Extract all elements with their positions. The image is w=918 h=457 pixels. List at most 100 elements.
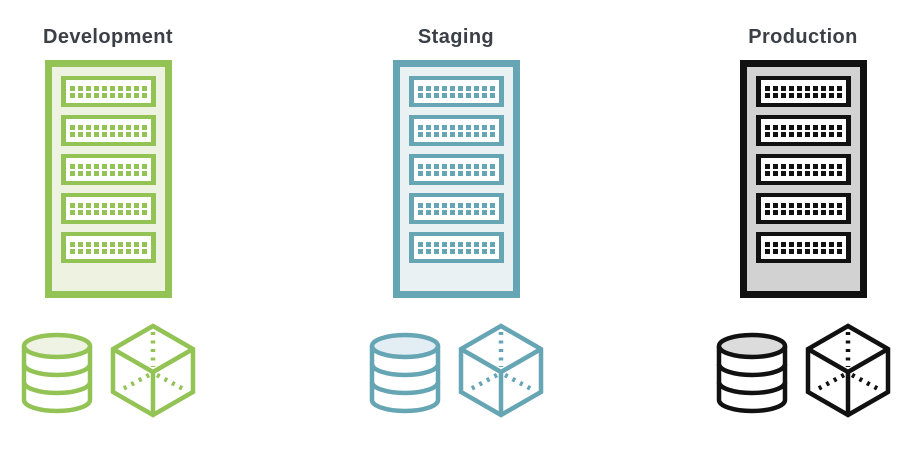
vent-dot	[812, 170, 818, 176]
vent-dot	[85, 202, 91, 208]
vent-dot	[828, 248, 834, 254]
vent-dot-row	[69, 202, 147, 208]
vent-dot	[489, 163, 495, 169]
vent-dot	[836, 85, 842, 91]
server-rack-development	[44, 60, 172, 298]
vent-dot	[465, 131, 471, 137]
vent-dot	[465, 163, 471, 169]
vent-dot	[417, 92, 423, 98]
vent-dot	[772, 241, 778, 247]
vent-dot	[836, 163, 842, 169]
vent-dot	[117, 202, 123, 208]
vent-dot	[764, 241, 770, 247]
vent-dot	[489, 202, 495, 208]
vent-dot	[441, 92, 447, 98]
cube-icon	[110, 323, 196, 418]
vent-dot-row	[764, 163, 842, 169]
vent-dot	[812, 85, 818, 91]
database-icon	[369, 332, 441, 414]
server-vent-panel	[65, 119, 151, 142]
vent-dot	[465, 209, 471, 215]
server-unit	[755, 154, 851, 185]
vent-dot	[465, 241, 471, 247]
server-vent-panel	[65, 197, 151, 220]
vent-dot	[828, 85, 834, 91]
vent-dot	[141, 131, 147, 137]
vent-dot	[77, 202, 83, 208]
vent-dot	[69, 92, 75, 98]
vent-dot	[93, 131, 99, 137]
vent-dot	[820, 209, 826, 215]
vent-dot	[69, 248, 75, 254]
vent-dot	[473, 241, 479, 247]
vent-dot	[796, 248, 802, 254]
server-unit	[408, 115, 504, 146]
vent-dot	[441, 241, 447, 247]
vent-dot	[780, 202, 786, 208]
vent-dot	[85, 241, 91, 247]
vent-dot	[457, 92, 463, 98]
vent-dot	[788, 124, 794, 130]
vent-dot	[93, 209, 99, 215]
vent-dot-row	[764, 209, 842, 215]
vent-dot	[449, 92, 455, 98]
server-vent-panel	[65, 80, 151, 103]
vent-dot	[804, 163, 810, 169]
vent-dot	[117, 131, 123, 137]
vent-dot	[93, 202, 99, 208]
vent-dot-row	[764, 241, 842, 247]
vent-dot	[812, 163, 818, 169]
vent-dot	[489, 209, 495, 215]
vent-dot	[69, 163, 75, 169]
vent-dot	[77, 85, 83, 91]
vent-dot	[481, 131, 487, 137]
vent-dot	[449, 202, 455, 208]
database-icon	[21, 332, 93, 414]
vent-dot	[433, 163, 439, 169]
vent-dot	[481, 209, 487, 215]
vent-dot	[804, 124, 810, 130]
vent-dot	[101, 124, 107, 130]
vent-dot	[828, 202, 834, 208]
server-unit	[408, 193, 504, 224]
vent-dot	[820, 248, 826, 254]
vent-dot	[764, 170, 770, 176]
env-title-production: Production	[748, 26, 858, 48]
vent-dot	[457, 124, 463, 130]
server-vent-panel	[760, 119, 846, 142]
vent-dot	[812, 202, 818, 208]
vent-dot	[473, 202, 479, 208]
vent-dot	[417, 124, 423, 130]
vent-dot	[449, 209, 455, 215]
vent-dot	[481, 241, 487, 247]
server-vent-panel	[760, 158, 846, 181]
vent-dot-row	[69, 92, 147, 98]
vent-dot	[449, 170, 455, 176]
vent-dot	[417, 85, 423, 91]
vent-dot	[820, 85, 826, 91]
vent-dot	[85, 248, 91, 254]
vent-dot	[117, 124, 123, 130]
server-vent-panel	[760, 80, 846, 103]
vent-dot	[764, 202, 770, 208]
vent-dot	[125, 170, 131, 176]
vent-dot	[425, 163, 431, 169]
vent-dot	[788, 85, 794, 91]
vent-dot	[820, 241, 826, 247]
vent-dot	[133, 241, 139, 247]
vent-dot	[788, 248, 794, 254]
vent-dot	[101, 131, 107, 137]
vent-dot	[109, 241, 115, 247]
vent-dot	[101, 248, 107, 254]
vent-dot	[85, 170, 91, 176]
vent-dot-row	[69, 241, 147, 247]
vent-dot	[772, 202, 778, 208]
vent-dot	[117, 85, 123, 91]
server-vent-panel	[413, 80, 499, 103]
vent-dot	[836, 241, 842, 247]
vent-dot	[101, 241, 107, 247]
vent-dot-row	[69, 85, 147, 91]
vent-dot-row	[417, 124, 495, 130]
vent-dot	[433, 124, 439, 130]
